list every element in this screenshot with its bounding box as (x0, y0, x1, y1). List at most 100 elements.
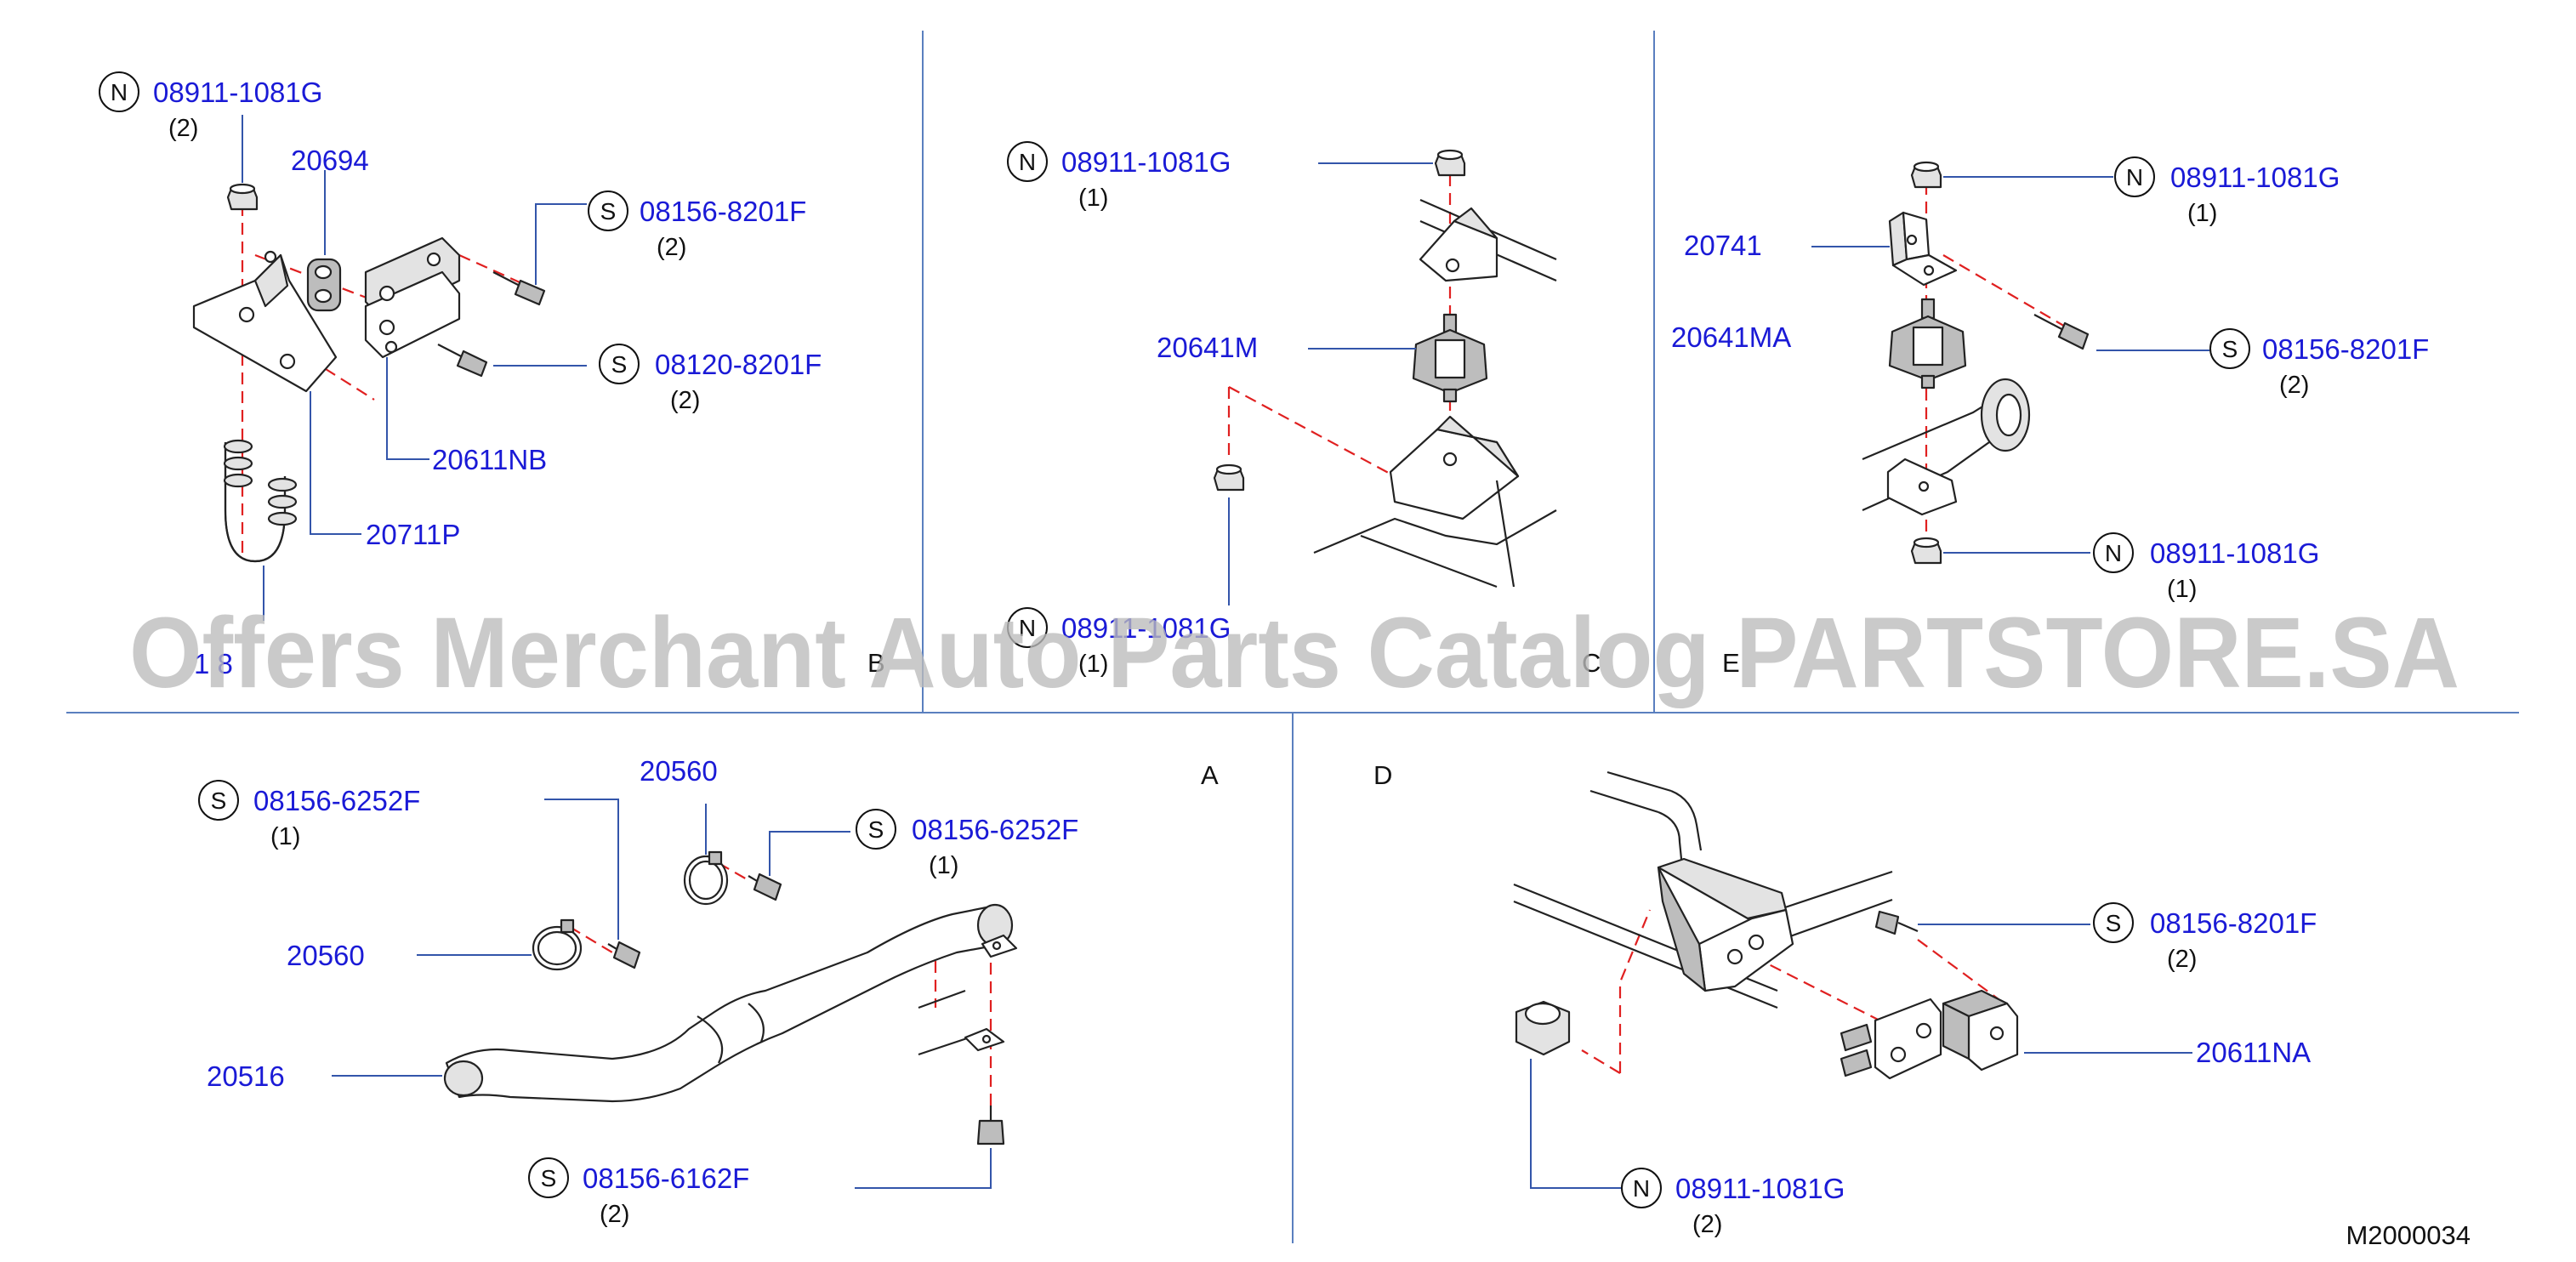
bolt-icon (492, 271, 546, 306)
screw-marker: S (2222, 336, 2238, 362)
callout-e-nut-top[interactable]: N 08911-1081G (1) (2114, 156, 2340, 227)
quantity: (1) (2187, 200, 2217, 227)
callout-c-nut-top[interactable]: N 08911-1081G (1) (1007, 141, 1231, 212)
leader-line (1530, 1059, 1623, 1189)
hex-nut-icon (1910, 161, 1942, 189)
bolt-icon (437, 344, 488, 378)
frame-bracket-icon (1419, 198, 1557, 282)
rail-bracket-icon (1657, 857, 1794, 992)
part-number-e-bracket[interactable]: 20741 (1684, 230, 1762, 261)
pipe-clamp-icon (532, 918, 583, 971)
centerline (569, 926, 613, 953)
section-letter-d: D (1373, 760, 1392, 790)
part-number[interactable]: 08156-6252F (253, 785, 420, 816)
leader-line (855, 1148, 992, 1189)
screw-marker: S (600, 198, 617, 225)
nut-marker: N (1019, 149, 1036, 175)
hex-nut-icon (1213, 463, 1245, 492)
part-number-b-bottom[interactable]: 1 8 (194, 648, 233, 679)
part-number[interactable]: 08911-1081G (1061, 146, 1231, 178)
panel-dividers (66, 31, 2519, 1243)
callout-b-screw-2[interactable]: S 08120-8201F (2) (599, 344, 822, 414)
screw-marker: S (541, 1165, 557, 1191)
mount-bracket-icon (192, 250, 338, 393)
section-letter-a: A (1201, 760, 1219, 790)
section-a: S 08156-6252F (1) 20560 S 08156-6252F (1… (198, 755, 1219, 1228)
quantity: (1) (270, 823, 300, 850)
section-c: N 08911-1081G (1) 20641M N 08911-1081G (… (1007, 141, 1601, 678)
part-number[interactable]: 08911-1081G (153, 77, 322, 108)
leader-line (310, 391, 361, 535)
part-number-b-hanger[interactable]: 20711P (366, 519, 460, 550)
diagram-code: M2000034 (2346, 1220, 2471, 1250)
section-d: S 08156-8201F (2) 20611NA N 08911-1081G … (1373, 760, 2317, 1238)
part-number-c-mount[interactable]: 20641M (1157, 332, 1258, 363)
nut-marker: N (1019, 615, 1036, 641)
l-bracket-icon (1888, 211, 1958, 287)
exhaust-pipe-icon (443, 903, 1018, 1103)
centerline (1581, 1049, 1621, 1074)
section-b: N 08911-1081G (2) 20694 S 08156-8201F (2… (99, 71, 885, 679)
hex-nut-icon (1515, 1000, 1571, 1056)
part-number[interactable]: 08156-8201F (640, 196, 806, 227)
quantity: (1) (2167, 576, 2197, 603)
part-number-a-pipe[interactable]: 20516 (207, 1060, 285, 1092)
leader-line (386, 357, 429, 460)
quantity: (2) (600, 1201, 629, 1228)
callout-e-nut-bottom[interactable]: N 08911-1081G (1) (2093, 532, 2319, 603)
part-number[interactable]: 08911-1081G (1061, 612, 1231, 644)
callout-b-screw-1[interactable]: S 08156-8201F (2) (588, 190, 806, 261)
centerline (293, 348, 375, 401)
part-number[interactable]: 08156-8201F (2262, 333, 2429, 365)
part-number-d-bracket[interactable]: 20611NA (2196, 1037, 2311, 1068)
callout-a-screw-bottom[interactable]: S 08156-6162F (2) (528, 1157, 749, 1228)
rubber-mount-icon (306, 258, 342, 312)
part-number-b-mount[interactable]: 20694 (291, 145, 369, 176)
callout-b-nut-top[interactable]: N 08911-1081G (2) (99, 71, 322, 142)
part-number[interactable]: 08120-8201F (655, 349, 822, 380)
callout-d-screw[interactable]: S 08156-8201F (2) (2093, 902, 2317, 973)
section-letter-b: B (867, 648, 885, 678)
hex-nut-icon (1910, 537, 1942, 565)
bolt-icon (976, 1106, 1005, 1145)
nut-marker: N (2105, 540, 2122, 566)
part-number[interactable]: 08156-6162F (583, 1163, 749, 1194)
bracket-plate-icon (364, 236, 461, 359)
quantity: (2) (2167, 946, 2197, 973)
leader-line (544, 799, 619, 940)
rubber-mount-icon (1412, 313, 1488, 403)
part-number-b-bracket[interactable]: 20611NB (432, 444, 547, 475)
hex-nut-icon (1434, 149, 1466, 177)
nut-marker: N (111, 79, 128, 105)
screw-marker: S (868, 816, 884, 843)
section-letter-e: E (1722, 648, 1740, 678)
callout-c-nut-bottom[interactable]: N 08911-1081G (1) (1007, 607, 1231, 678)
quantity: (1) (929, 852, 958, 879)
part-number[interactable]: 08156-8201F (2150, 907, 2317, 939)
part-number[interactable]: 08911-1081G (1675, 1173, 1845, 1204)
centerline (1228, 386, 1396, 477)
frame-bracket-icon (1313, 415, 1557, 588)
part-number[interactable]: 08911-1081G (2150, 537, 2319, 569)
part-number-e-mount[interactable]: 20641MA (1671, 321, 1791, 353)
screw-marker: S (611, 351, 628, 378)
quantity: (1) (1078, 185, 1108, 212)
part-number[interactable]: 08156-6252F (912, 814, 1078, 845)
pipe-clamp-icon (683, 850, 729, 906)
bolt-icon (748, 873, 782, 901)
callout-d-nut[interactable]: N 08911-1081G (2) (1621, 1168, 1845, 1238)
centerline (1942, 254, 2067, 328)
callout-a-screw-right[interactable]: S 08156-6252F (1) (856, 809, 1078, 879)
nut-marker: N (1633, 1175, 1650, 1202)
part-number-a-clamp-top[interactable]: 20560 (640, 755, 718, 787)
callout-a-screw-left[interactable]: S 08156-6252F (1) (198, 780, 420, 850)
quantity: (2) (168, 115, 198, 142)
part-number-a-clamp-left[interactable]: 20560 (287, 940, 365, 971)
screw-marker: S (2106, 910, 2122, 936)
quantity: (2) (657, 234, 686, 261)
quantity: (2) (670, 387, 700, 414)
part-number[interactable]: 08911-1081G (2170, 162, 2340, 193)
callout-e-screw[interactable]: S 08156-8201F (2) (2209, 328, 2429, 399)
quantity: (2) (1692, 1211, 1722, 1238)
